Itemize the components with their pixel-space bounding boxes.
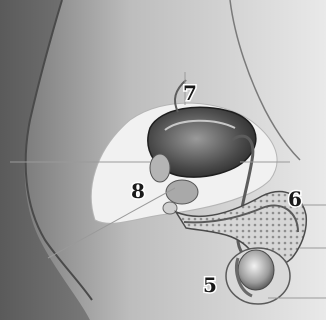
prostate bbox=[166, 180, 198, 204]
label-7: 7 bbox=[183, 81, 197, 105]
bulbourethral-gland bbox=[163, 202, 177, 214]
seminal-vesicle bbox=[150, 154, 170, 182]
label-8: 8 bbox=[131, 179, 145, 203]
label-6: 6 bbox=[288, 187, 302, 211]
testis bbox=[238, 250, 274, 290]
label-5: 5 bbox=[203, 273, 217, 297]
